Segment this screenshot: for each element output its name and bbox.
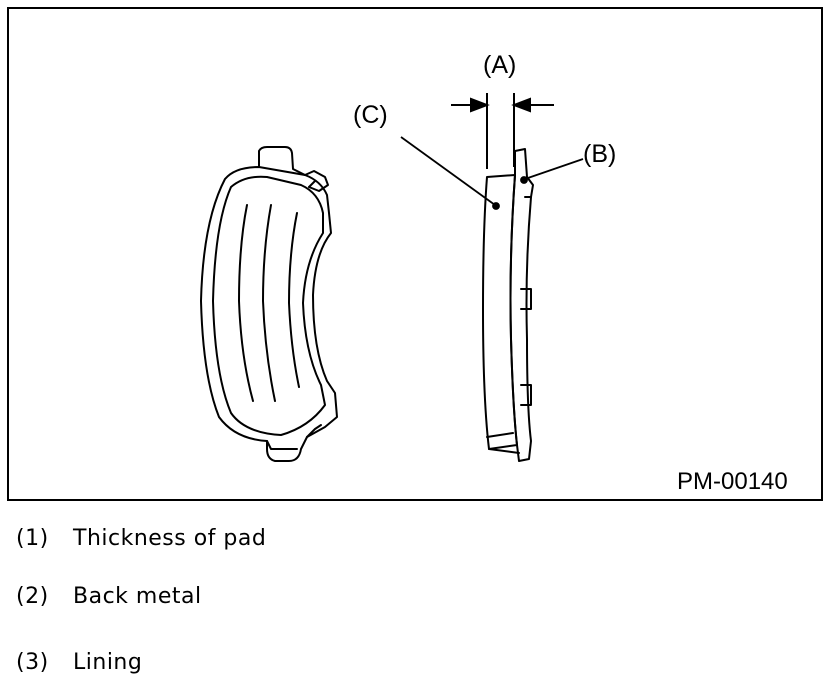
brake-pad-diagram: (A) (C) (B) PM-00140 — [200, 51, 788, 495]
legend-number: (2) — [16, 584, 49, 609]
callout-c-label: (C) — [353, 101, 388, 129]
diagram-frame: (A) (C) (B) PM-00140 — [7, 7, 823, 501]
figure-id: PM-00140 — [677, 468, 788, 495]
dimension-a — [451, 93, 554, 169]
legend-label: Thickness of pad — [73, 526, 267, 551]
callout-a-label: (A) — [483, 51, 516, 79]
legend-label: Lining — [73, 650, 143, 675]
leader-lines — [400, 136, 584, 210]
callout-b-label: (B) — [583, 140, 616, 168]
legend-item: (1) Thickness of pad — [16, 526, 266, 551]
brake-pad-front-view — [200, 146, 338, 462]
legend-label: Back metal — [73, 584, 202, 609]
legend-item: (3) Lining — [16, 650, 142, 675]
legend-number: (3) — [16, 650, 49, 675]
legend-item: (2) Back metal — [16, 584, 202, 609]
brake-pad-side-view — [482, 148, 534, 462]
legend-number: (1) — [16, 526, 49, 551]
